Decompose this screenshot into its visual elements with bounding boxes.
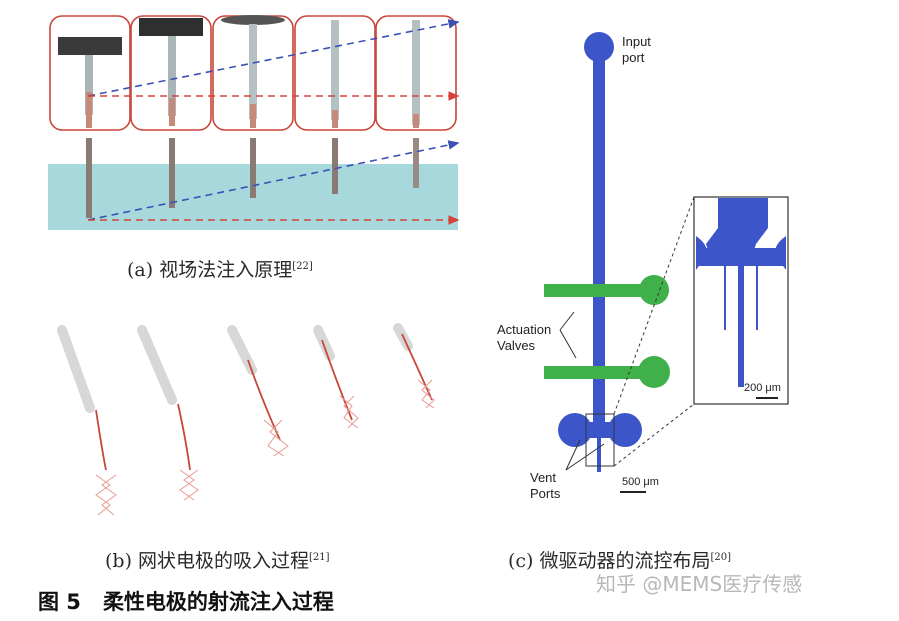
figure-title: 图 5 柔性电极的射流注入过程 <box>38 586 334 616</box>
scale-bar-main-label: 500 μm <box>622 476 659 488</box>
electrode-shafts <box>85 20 420 128</box>
figure-number: 图 5 <box>38 590 81 614</box>
scale-bar-inset-label: 200 μm <box>744 382 781 394</box>
valve-bottom <box>544 366 654 379</box>
blue-arrow-bottom <box>87 140 460 221</box>
main-channel <box>593 60 605 430</box>
vent-port-left <box>558 413 592 447</box>
panel-c-caption: (c) 微驱动器的流控布局[20] <box>508 550 732 572</box>
panel-a-caption: (a) 视场法注入原理[22] <box>127 259 313 281</box>
nozzle-holders <box>58 15 285 55</box>
blue-arrow-top <box>87 19 460 97</box>
zoom-box <box>585 413 615 467</box>
figure-title-text: 柔性电极的射流注入过程 <box>102 590 334 614</box>
panel-b-caption: (b) 网状电极的吸入过程[21] <box>105 550 330 572</box>
lower-electrodes <box>86 138 419 218</box>
panel-b-diagram <box>57 323 435 516</box>
input-port-circle <box>584 32 614 62</box>
panel-c-diagram <box>544 32 789 493</box>
valve-top <box>544 284 654 297</box>
watermark: 知乎 @MEMS医疗传感 <box>596 572 803 596</box>
vent-port-right <box>608 413 642 447</box>
